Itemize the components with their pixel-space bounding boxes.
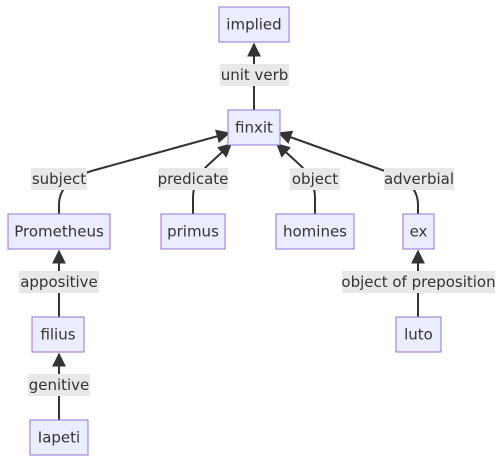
edge-label-object-of-preposition-text: object of preposition — [341, 273, 495, 291]
node-implied: implied — [218, 6, 290, 43]
node-homines-label: homines — [283, 223, 347, 241]
edge-label-adverbial-text: adverbial — [384, 170, 454, 188]
edges — [52, 42, 425, 420]
nodes: implied finxit Prometheus primus homines… — [7, 6, 442, 456]
edge-label-predicate-text: predicate — [158, 170, 229, 188]
node-ex: ex — [402, 213, 435, 250]
edge-label-adverbial: adverbial — [384, 168, 454, 190]
node-iapeti: Iapeti — [29, 419, 89, 456]
edge-label-object: object — [290, 168, 340, 190]
edge-label-predicate: predicate — [158, 168, 229, 190]
edge-label-object-of-preposition: object of preposition — [341, 271, 496, 293]
edge-label-object-text: object — [292, 170, 338, 188]
edge-labels: unit verb subject predicate object adver… — [19, 64, 496, 396]
node-implied-label: implied — [226, 16, 281, 34]
node-prometheus: Prometheus — [7, 213, 111, 250]
node-filius-label: filius — [40, 326, 75, 344]
node-iapeti-label: Iapeti — [38, 429, 80, 447]
edge-label-unit-verb: unit verb — [220, 64, 289, 86]
node-luto: luto — [395, 316, 442, 353]
node-primus-label: primus — [167, 223, 219, 241]
edge-label-subject-text: subject — [32, 170, 86, 188]
node-luto-label: luto — [404, 326, 433, 344]
node-filius: filius — [31, 316, 85, 353]
node-ex-label: ex — [410, 223, 428, 241]
edge-label-subject: subject — [31, 168, 87, 190]
edge-label-appositive-text: appositive — [20, 273, 98, 291]
node-finxit: finxit — [227, 109, 281, 146]
edge-label-genitive: genitive — [28, 374, 90, 396]
edge-label-appositive: appositive — [19, 271, 99, 293]
node-prometheus-label: Prometheus — [14, 223, 104, 241]
node-finxit-label: finxit — [235, 119, 273, 137]
node-primus: primus — [160, 213, 226, 250]
edge-label-genitive-text: genitive — [29, 376, 90, 394]
node-homines: homines — [275, 213, 355, 250]
edge-label-unit-verb-text: unit verb — [221, 66, 289, 84]
